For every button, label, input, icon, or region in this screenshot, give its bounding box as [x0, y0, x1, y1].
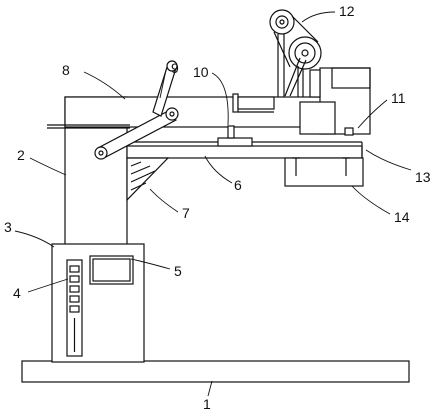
leader-3	[14, 230, 55, 248]
lower-beam	[126, 145, 363, 159]
display-screen-inner	[92, 258, 131, 282]
leader-lines	[14, 11, 412, 397]
brace-2	[289, 59, 307, 97]
callout-9: 9	[171, 60, 179, 76]
pulley-lower-axle	[301, 49, 309, 57]
callout-14: 14	[394, 209, 410, 225]
flange-body	[237, 96, 275, 110]
link-pivot-low	[94, 146, 108, 160]
leader-5	[130, 258, 171, 270]
callout-13: 13	[415, 169, 431, 185]
leader-7	[149, 188, 179, 213]
callout-5: 5	[174, 263, 182, 279]
bracket-hatch-1	[130, 161, 142, 167]
motor-cap	[331, 67, 371, 89]
leader-2	[29, 157, 67, 176]
callout-7: 7	[182, 205, 190, 221]
leader-13	[365, 149, 412, 171]
base-plate	[21, 360, 410, 383]
upper-arm	[64, 96, 336, 128]
callout-10: 10	[193, 64, 209, 80]
callout-1: 1	[203, 396, 211, 412]
display-screen	[89, 255, 134, 285]
callout-11: 11	[391, 90, 406, 106]
link-pivot-low-pin	[98, 150, 104, 156]
leader-14	[351, 185, 391, 215]
link-pivot-mid-pin	[169, 111, 175, 117]
button-4	[69, 295, 80, 303]
belt-2	[291, 15, 319, 43]
callout-3: 3	[4, 219, 12, 235]
callout-12: 12	[339, 3, 355, 19]
callout-8: 8	[62, 62, 70, 78]
leader-8	[83, 71, 126, 100]
button-1	[69, 265, 80, 273]
slider-block	[217, 137, 253, 147]
flange-left	[232, 93, 239, 113]
leader-12	[301, 11, 336, 23]
hanging-frame	[284, 157, 364, 187]
button-3	[69, 285, 80, 293]
leader-6	[204, 155, 233, 184]
pulley-top-hub	[275, 15, 289, 29]
link-pivot-top	[166, 60, 178, 72]
pulley-top	[269, 9, 295, 35]
leader-9	[159, 69, 167, 99]
button-5	[69, 305, 80, 313]
sensor-11	[344, 127, 354, 136]
brace-1	[284, 57, 301, 97]
pulley-top-axle	[279, 19, 285, 25]
slider-stem	[227, 125, 235, 139]
callout-6: 6	[234, 177, 242, 193]
leader-4	[27, 278, 69, 293]
triangle-bracket	[126, 157, 170, 202]
belt-1	[273, 31, 291, 68]
bracket-hatch-3	[130, 170, 156, 183]
bracket-hatch-4	[130, 182, 147, 191]
belt-mount	[309, 69, 321, 98]
callout-4: 4	[13, 285, 21, 301]
leader-11	[357, 99, 388, 129]
leader-1	[207, 380, 213, 397]
pulley-lower	[288, 36, 322, 70]
button-2	[69, 275, 80, 283]
link-pivot-mid	[165, 107, 179, 121]
button-panel	[66, 259, 83, 357]
motor-block	[299, 101, 336, 135]
bracket-hatch-2	[130, 165, 151, 175]
callout-2: 2	[17, 147, 25, 163]
leader-10	[211, 72, 229, 126]
